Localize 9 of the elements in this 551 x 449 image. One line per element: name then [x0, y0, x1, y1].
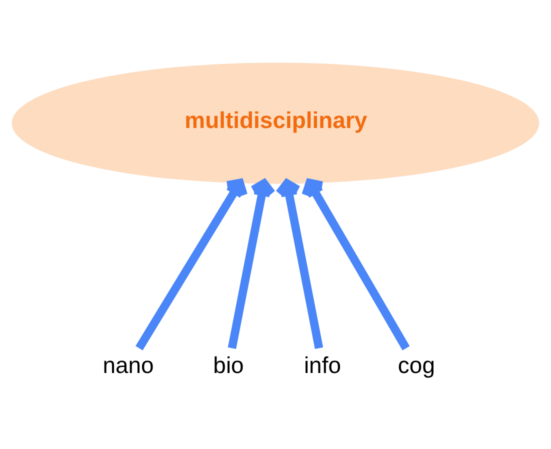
arrow [136, 178, 248, 350]
node-text: info [304, 352, 342, 378]
node-ellipse: multidisciplinary [12, 62, 540, 184]
node-text: bio [213, 352, 244, 378]
node-text: nano [102, 352, 154, 378]
node-text: cog [398, 352, 435, 378]
arrow [228, 179, 276, 350]
arrow [302, 178, 410, 350]
arrow [275, 179, 324, 350]
